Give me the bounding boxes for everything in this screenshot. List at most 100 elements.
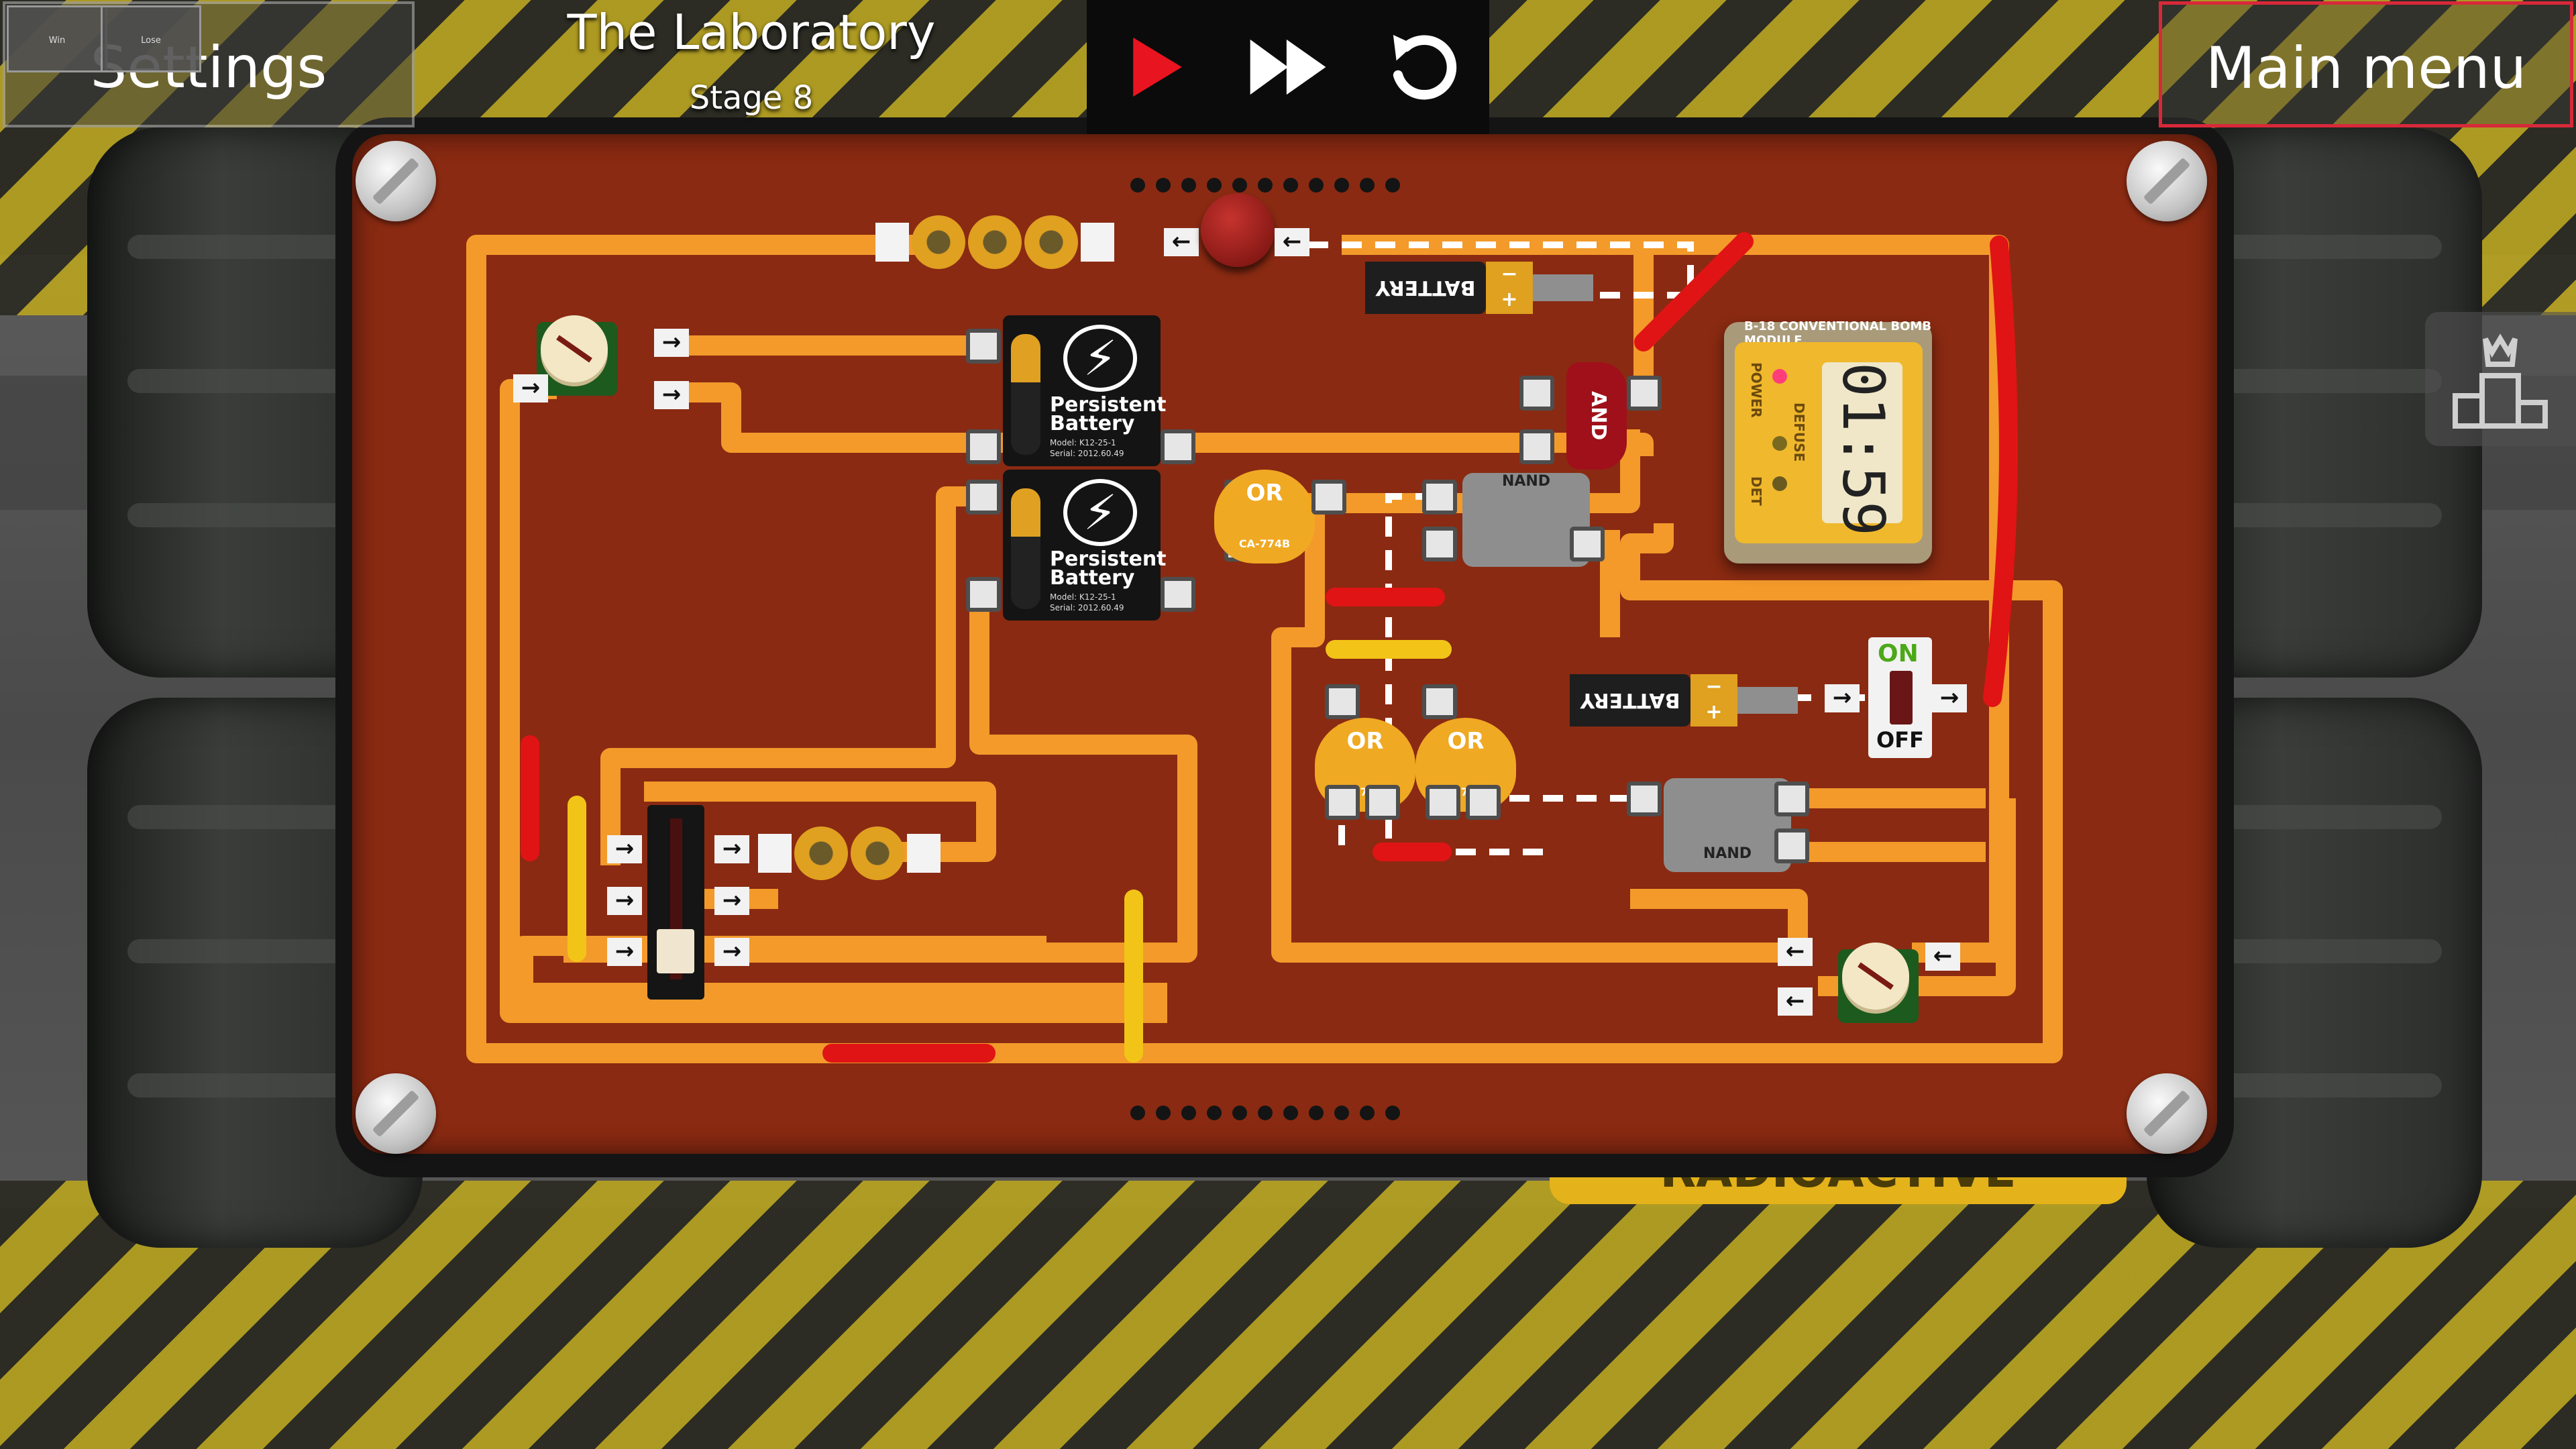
connector-pad (1774, 782, 1809, 816)
play-button[interactable] (1107, 20, 1201, 114)
leaderboard-podium-icon (2453, 333, 2548, 429)
defuse-label: DEFUSE (1791, 402, 1807, 462)
arrow-left: ← (1778, 938, 1813, 966)
arrow-right: → (607, 887, 642, 915)
power-led (1772, 369, 1787, 384)
arrow-right: → (654, 381, 689, 409)
arrow-right: → (607, 835, 642, 863)
timer-display: 01:59 (1822, 362, 1902, 536)
potentiometer-bottom-right[interactable] (1838, 943, 1919, 1023)
arrow-right: → (714, 835, 749, 863)
slider-knob[interactable] (657, 929, 694, 973)
connector-pad (1422, 480, 1457, 515)
resistor-top[interactable] (875, 215, 1114, 269)
restart-icon (1393, 35, 1457, 100)
win-button[interactable]: Win (7, 5, 107, 72)
or-gate-code: CA-774B (1238, 537, 1291, 550)
nand-gate-label: NAND (1501, 473, 1551, 490)
on-off-switch[interactable]: ON OFF (1868, 637, 1932, 758)
connector-pad (1627, 376, 1662, 411)
playback-controls (1087, 0, 1489, 134)
connector-pad (966, 429, 1001, 464)
resistor-bottom[interactable] (758, 826, 941, 880)
red-push-button[interactable] (1201, 193, 1275, 267)
battery-middle[interactable]: BATTERY −+ (1570, 674, 1798, 727)
vent-holes-top (1130, 178, 1400, 197)
fast-forward-icon (1250, 39, 1326, 95)
play-icon (1133, 38, 1182, 97)
connector-pad (1519, 376, 1554, 411)
connector-pad (1627, 782, 1662, 816)
case-screw (2127, 141, 2207, 221)
switch-lever[interactable] (1890, 671, 1913, 724)
battery-label: BATTERY (1365, 262, 1486, 314)
fast-forward-button[interactable] (1241, 20, 1335, 114)
battery-top[interactable]: BATTERY −+ (1365, 262, 1593, 314)
model-text: Model: K12-25-1 (1050, 438, 1116, 447)
connector-pad (1570, 527, 1605, 561)
main-menu-button[interactable]: Main menu (2159, 1, 2573, 127)
connector-pad (1426, 785, 1460, 820)
battery-minus: − (1501, 262, 1518, 286)
battery-plus: + (1501, 288, 1518, 311)
bomb-timer-module: B-18 CONVENTIONAL BOMB MODULE POWER DEFU… (1724, 319, 1932, 564)
connector-pad (1325, 684, 1360, 719)
level-title: The Laboratory (567, 4, 936, 60)
persistent-battery-title: Persistent Battery (1050, 547, 1167, 590)
connector-pad (1774, 828, 1809, 863)
connector-pad (966, 577, 1001, 612)
arrow-right: → (1825, 684, 1860, 712)
connector-pad (1519, 429, 1554, 464)
model-text: Model: K12-25-1 (1050, 592, 1116, 602)
potentiometer-top-left[interactable] (537, 315, 617, 396)
stage-label: Stage 8 (689, 79, 814, 117)
lightning-icon: ⚡ (1063, 479, 1137, 546)
switch-on-label: ON (1878, 640, 1919, 667)
serial-text: Serial: 2012.60.49 (1050, 449, 1124, 458)
arrow-left: ← (1778, 987, 1813, 1016)
battery-plus: + (1705, 700, 1723, 724)
lightning-icon: ⚡ (1063, 325, 1137, 392)
nand-gate-bottom[interactable]: NAND (1664, 778, 1791, 872)
and-gate[interactable]: AND (1566, 362, 1627, 470)
settings-button[interactable]: Settings (3, 1, 415, 127)
restart-button[interactable] (1375, 20, 1469, 114)
hazard-stripes-bottom (0, 1181, 2576, 1449)
serial-text: Serial: 2012.60.49 (1050, 603, 1124, 612)
or-gate-top[interactable]: OR CA-774B (1214, 470, 1315, 564)
connector-pad (1422, 527, 1457, 561)
connector-pad (1466, 785, 1501, 820)
persistent-battery-title: Persistent Battery (1050, 393, 1167, 435)
connector-pad (966, 329, 1001, 364)
case-screw (356, 1073, 436, 1154)
slide-potentiometer[interactable] (647, 805, 704, 1000)
connector-pad (1161, 429, 1195, 464)
lose-button[interactable]: Lose (101, 5, 201, 72)
arrow-right: → (714, 887, 749, 915)
det-label: DET (1748, 476, 1764, 506)
battery-label: BATTERY (1570, 674, 1690, 727)
nand-gate-top[interactable]: NAND (1462, 473, 1590, 567)
arrow-left: ← (1164, 228, 1199, 256)
leaderboard-button[interactable] (2425, 312, 2576, 446)
case-screw (356, 141, 436, 221)
arrow-right: → (607, 938, 642, 966)
vent-holes-bottom (1130, 1106, 1400, 1124)
arrow-right: → (654, 329, 689, 357)
nand-gate-label: NAND (1703, 845, 1752, 862)
arrow-left: ← (1275, 228, 1309, 256)
or-gate-label: OR (1246, 480, 1283, 506)
arrow-right: → (1932, 684, 1967, 712)
connector-pad (966, 480, 1001, 515)
arrow-left: ← (1925, 943, 1960, 971)
connector-pad (1365, 785, 1400, 820)
arrow-right: → (714, 938, 749, 966)
or-gate-label: OR (1447, 728, 1485, 755)
connector-pad (1325, 785, 1360, 820)
arrow-right: → (513, 374, 548, 402)
defuse-led (1772, 436, 1787, 451)
connector-pad (1161, 577, 1195, 612)
case-screw (2127, 1073, 2207, 1154)
